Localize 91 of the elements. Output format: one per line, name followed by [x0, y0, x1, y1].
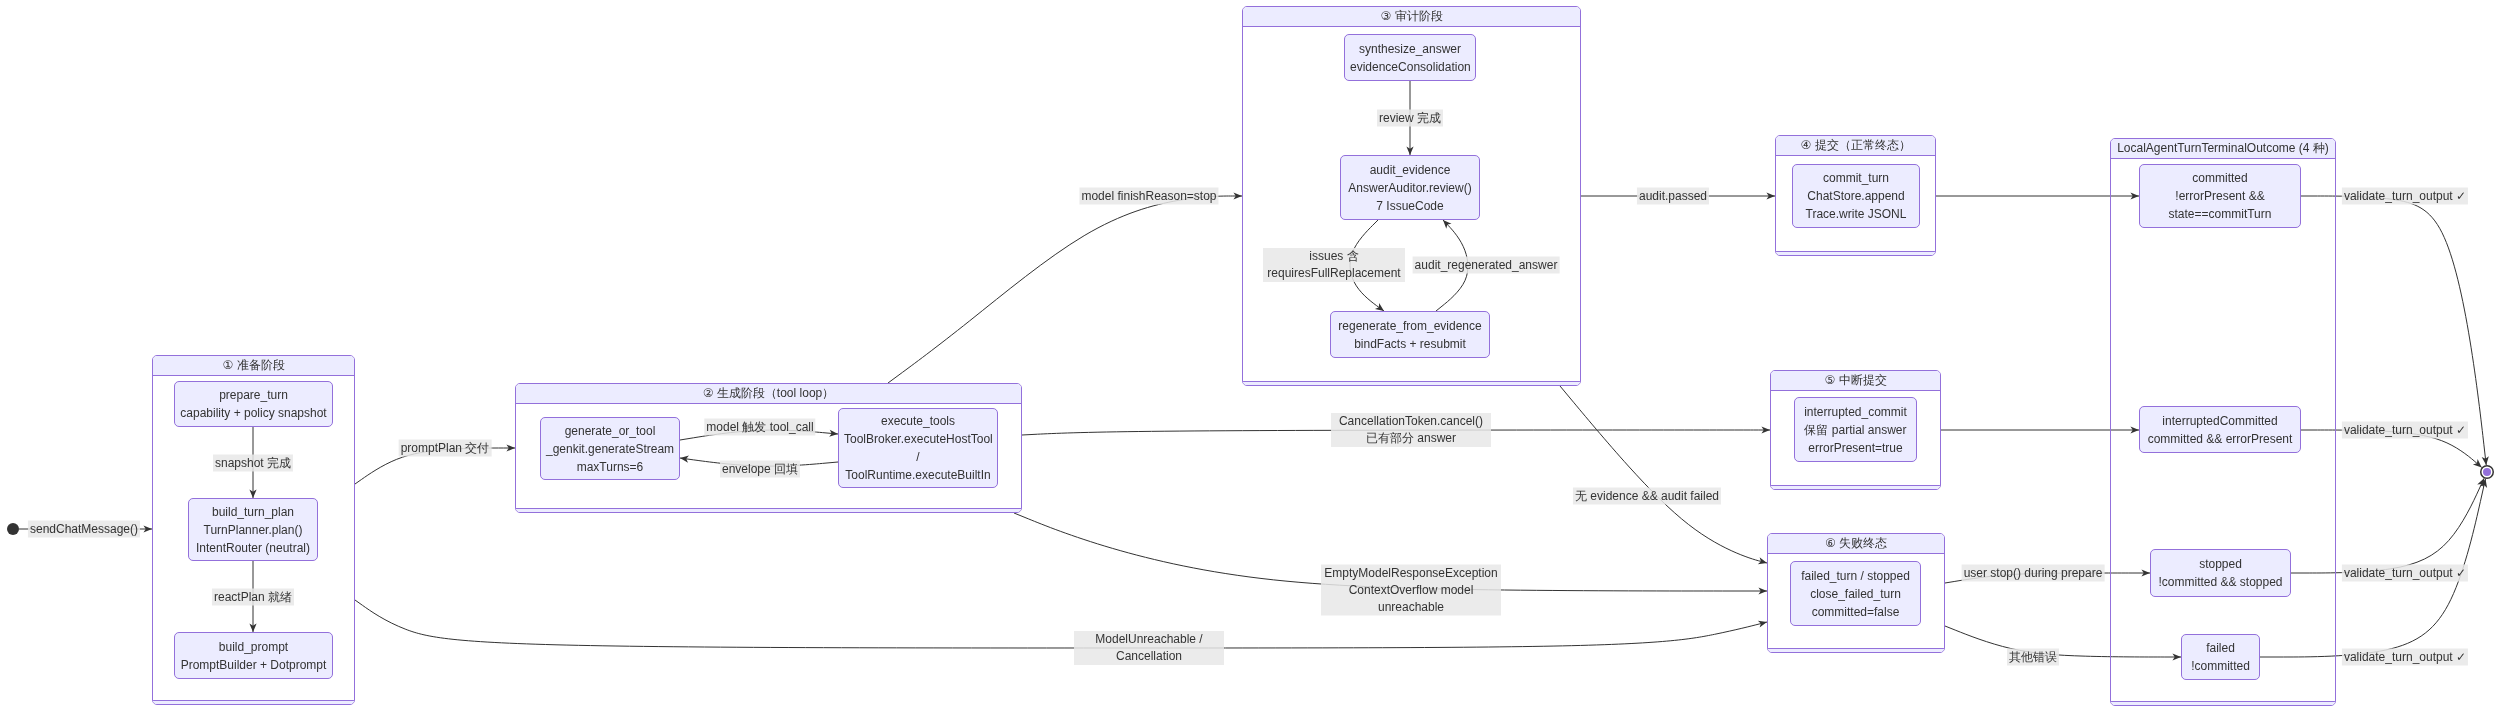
state-group	[1767, 533, 1945, 653]
state-box	[1794, 397, 1917, 462]
edge-label: validate_turn_output ✓	[2341, 564, 2469, 582]
edge-label: promptPlan 交付	[398, 439, 492, 457]
state-box	[174, 632, 333, 679]
state-box	[1344, 34, 1476, 81]
edge-label: model finishReason=stop	[1079, 187, 1219, 205]
state-box	[174, 381, 333, 427]
state-box	[1340, 155, 1480, 220]
state-name: prepare_turn	[219, 387, 288, 404]
end-state-icon	[2480, 465, 2494, 479]
group-title: ⑤ 中断提交	[1771, 371, 1940, 391]
state-name: failed_turn / stopped	[1801, 567, 1910, 585]
state-detail: ChatStore.append	[1807, 188, 1905, 205]
state-detail: maxTurns=6	[576, 458, 644, 476]
state-detail: errorPresent=true	[1808, 439, 1903, 457]
edge-label: ModelUnreachable / Cancellation	[1074, 631, 1224, 665]
state-box	[2139, 406, 2301, 453]
state-box	[1330, 311, 1490, 358]
state-detail: !committed && stopped	[2158, 574, 2283, 591]
state-detail: close_failed_turn	[1810, 585, 1901, 603]
edge-label: sendChatMessage()	[27, 520, 141, 538]
transition-arrow	[1935, 192, 2140, 200]
state-group	[152, 355, 355, 705]
state-box	[1792, 164, 1920, 228]
state-name: committed	[2192, 170, 2248, 187]
state-name: generate_or_tool	[564, 422, 656, 440]
state-group	[515, 383, 1022, 513]
state-box	[1790, 561, 1921, 626]
state-detail: ToolBroker.executeHostTool / ToolRuntime.executeBuiltIn	[844, 431, 992, 484]
edge-label: EmptyModelResponseException ContextOverflow model unreachable	[1321, 564, 1501, 616]
state-group	[1770, 370, 1941, 490]
state-name: execute_tools	[880, 413, 956, 430]
state-group	[2110, 138, 2336, 706]
state-detail: committed && errorPresent	[2147, 430, 2293, 448]
edge-label: 其他错误	[2007, 648, 2059, 666]
group-title: ⑥ 失败终态	[1768, 534, 1944, 554]
transition-arrow	[1559, 385, 1768, 565]
state-name: build_turn_plan	[211, 503, 295, 521]
start-state-icon	[7, 523, 19, 535]
group-title: ④ 提交（正常终态）	[1776, 136, 1935, 156]
state-detail: !committed	[2191, 658, 2250, 675]
transition-arrow	[354, 599, 1768, 649]
state-name: interrupted_commit	[1804, 403, 1907, 421]
edge-label: snapshot 完成	[213, 454, 293, 472]
state-name: stopped	[2199, 556, 2242, 573]
state-detail: bindFacts + resubmit	[1354, 335, 1466, 353]
group-title: ① 准备阶段	[153, 356, 354, 376]
state-detail: IntentRouter (neutral)	[195, 539, 311, 557]
state-name: commit_turn	[1823, 170, 1889, 187]
group-title: LocalAgentTurnTerminalOutcome (4 种)	[2111, 139, 2335, 159]
state-box	[2181, 634, 2260, 680]
state-detail: PromptBuilder + Dotprompt	[180, 656, 327, 674]
edge-label: model 触发 tool_call	[704, 418, 816, 436]
state-name: regenerate_from_evidence	[1338, 317, 1482, 335]
state-box	[2139, 164, 2301, 228]
state-detail: capability + policy snapshot	[180, 405, 327, 422]
state-detail: committed=false	[1811, 603, 1900, 621]
edge-label: validate_turn_output ✓	[2341, 648, 2469, 666]
state-detail: AnswerAuditor.review()	[1348, 179, 1472, 197]
edge-label: user stop() during prepare	[1961, 564, 2105, 582]
transition-arrow	[1940, 426, 2140, 434]
state-box	[838, 408, 998, 488]
state-detail: 7 IssueCode	[1376, 197, 1444, 215]
edge-label: 无 evidence && audit failed	[1572, 487, 1722, 505]
edge-label: audit_regenerated_answer	[1412, 256, 1560, 274]
edge-label: issues 含 requiresFullReplacement	[1263, 248, 1405, 282]
state-detail: evidenceConsolidation	[1350, 58, 1470, 76]
state-group	[1775, 135, 1936, 256]
state-name: interruptedCommitted	[2162, 412, 2278, 430]
state-detail: _genkit.generateStream	[546, 440, 674, 458]
group-title: ③ 审计阶段	[1243, 7, 1580, 27]
edge-label: envelope 回填	[720, 460, 800, 478]
state-box	[188, 498, 318, 561]
state-box	[2150, 549, 2291, 597]
state-name: audit_evidence	[1369, 161, 1451, 179]
edge-label: CancellationToken.cancel() 已有部分 answer	[1331, 413, 1491, 447]
state-box	[540, 417, 680, 480]
edge-label: reactPlan 就绪	[212, 588, 294, 606]
state-detail: Trace.write JSONL	[1805, 206, 1907, 223]
state-detail: 保留 partial answer	[1804, 421, 1907, 439]
state-name: failed	[2206, 640, 2235, 657]
edge-label: validate_turn_output ✓	[2341, 421, 2469, 439]
edge-label: audit.passed	[1636, 187, 1710, 205]
state-detail: !errorPresent && state==commitTurn	[2167, 188, 2273, 223]
state-detail: TurnPlanner.plan()	[203, 521, 303, 539]
state-name: synthesize_answer	[1358, 40, 1462, 58]
edge-label: review 完成	[1377, 109, 1443, 127]
group-title: ② 生成阶段（tool loop）	[516, 384, 1021, 404]
edge-label: validate_turn_output ✓	[2341, 187, 2469, 205]
state-name: build_prompt	[218, 638, 289, 656]
